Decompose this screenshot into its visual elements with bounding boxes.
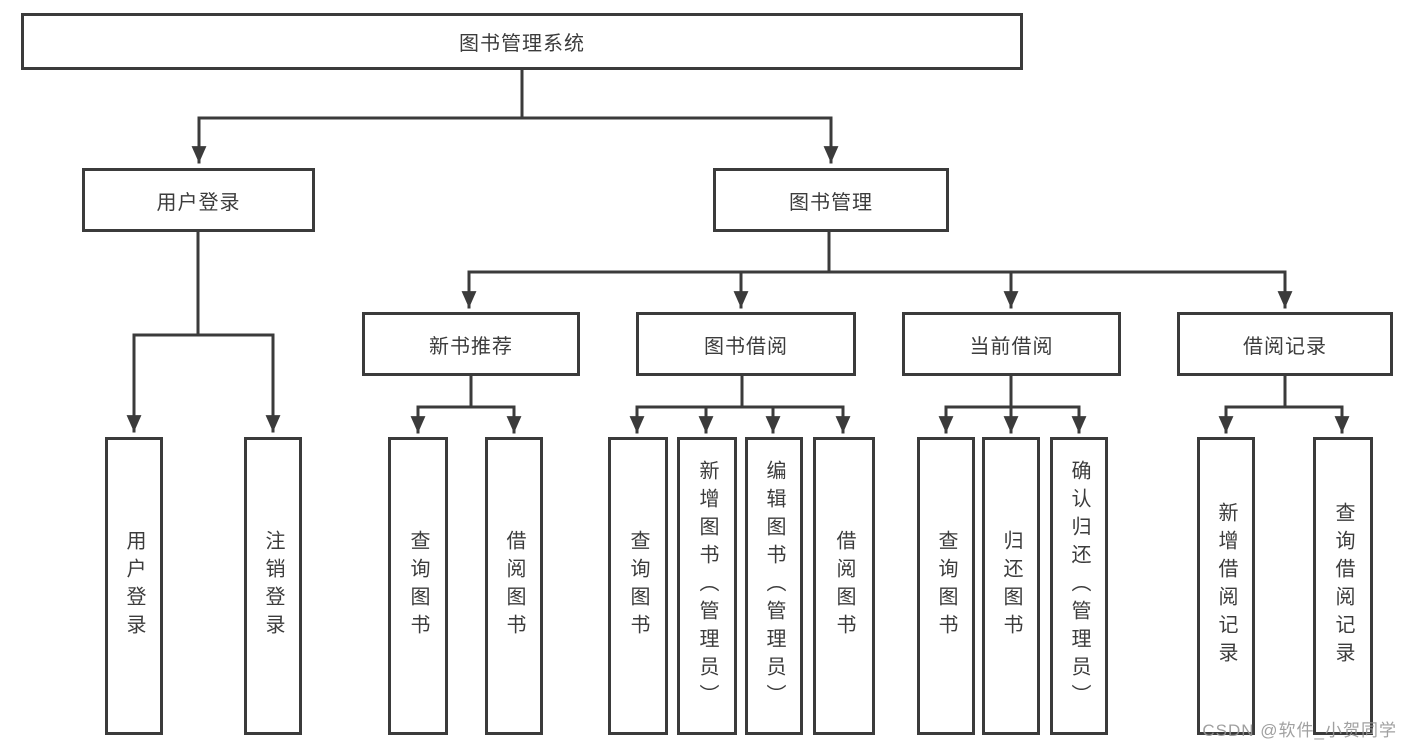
node-label: 查询图书: [935, 530, 957, 642]
leaf-add-borrow-record: 新增借阅记录: [1197, 437, 1255, 735]
node-label: 查询借阅记录: [1332, 502, 1354, 670]
node-book-borrowing: 图书借阅: [636, 312, 856, 376]
leaf-return-books: 归还图书: [982, 437, 1040, 735]
leaf-query-borrow-record: 查询借阅记录: [1313, 437, 1373, 735]
node-label: 借阅记录: [1243, 335, 1327, 358]
node-user-login: 用户登录: [82, 168, 315, 232]
node-label: 归还图书: [1000, 530, 1022, 642]
node-label: 用户登录: [156, 191, 241, 214]
node-label: 新增图书（管理员）: [696, 460, 718, 712]
node-new-book-recommend: 新书推荐: [362, 312, 580, 376]
node-label: 借阅图书: [833, 530, 855, 642]
node-label: 图书借阅: [704, 335, 788, 358]
leaf-edit-books-admin: 编辑图书（管理员）: [745, 437, 803, 735]
node-label: 查询图书: [407, 530, 429, 642]
leaf-logout: 注销登录: [244, 437, 302, 735]
leaf-confirm-return-admin: 确认归还（管理员）: [1050, 437, 1108, 735]
node-label: 图书管理: [789, 191, 873, 214]
leaf-user-login: 用户登录: [105, 437, 163, 735]
node-library-management-system: 图书管理系统: [21, 13, 1023, 70]
leaf-borrow-books-newbook: 借阅图书: [485, 437, 543, 735]
node-label: 当前借阅: [969, 335, 1054, 358]
node-label: 注销登录: [262, 530, 284, 642]
node-label: 图书管理系统: [459, 33, 585, 55]
leaf-query-books-newbook: 查询图书: [388, 437, 448, 735]
node-label: 新书推荐: [429, 335, 513, 358]
node-label: 编辑图书（管理员）: [763, 460, 785, 712]
node-label: 查询图书: [627, 530, 649, 642]
node-label: 新增借阅记录: [1215, 502, 1237, 670]
leaf-query-books-current: 查询图书: [917, 437, 975, 735]
node-borrowing-records: 借阅记录: [1177, 312, 1393, 376]
leaf-borrow-books: 借阅图书: [813, 437, 875, 735]
node-book-management: 图书管理: [713, 168, 949, 232]
node-label: 用户登录: [123, 530, 145, 642]
csdn-watermark: CSDN @软件_小贺同学: [1202, 721, 1397, 740]
node-label: 借阅图书: [503, 530, 525, 642]
leaf-query-books-borrow: 查询图书: [608, 437, 668, 735]
leaf-add-books-admin: 新增图书（管理员）: [677, 437, 737, 735]
node-current-borrowing: 当前借阅: [902, 312, 1121, 376]
node-label: 确认归还（管理员）: [1068, 460, 1090, 712]
